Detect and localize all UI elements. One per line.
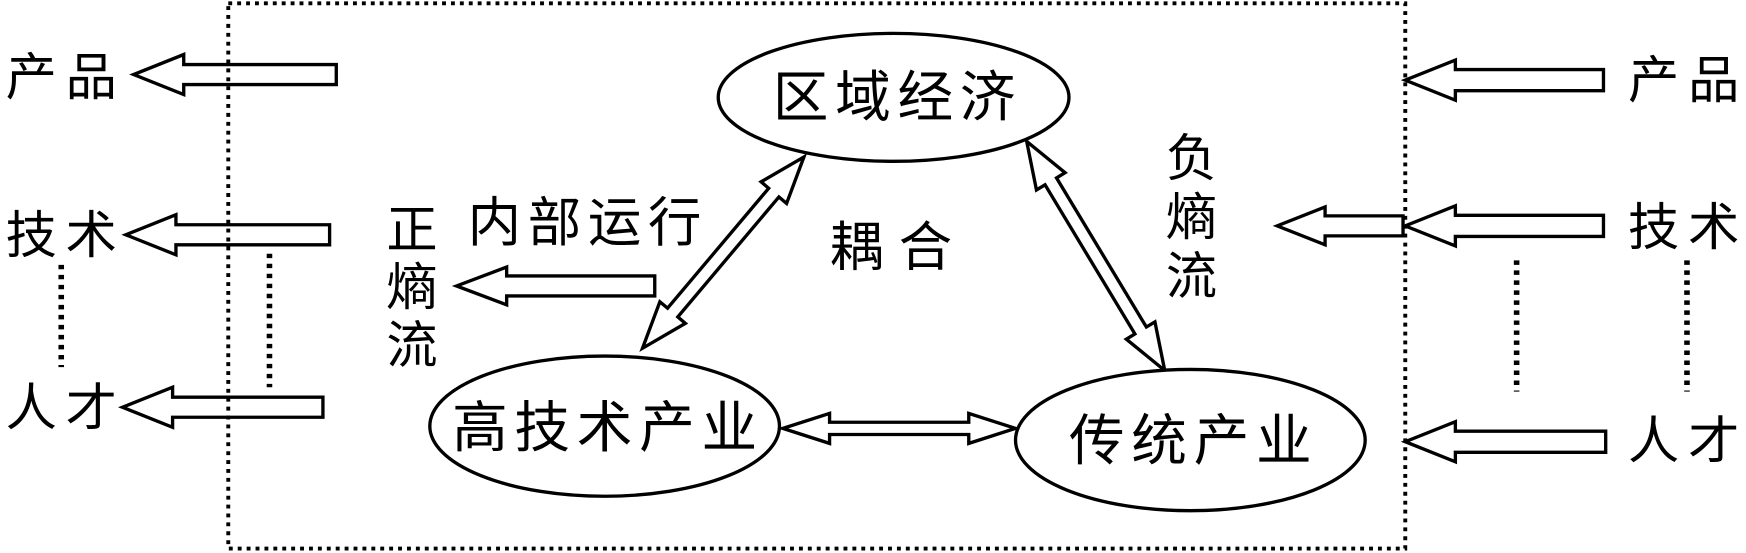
outflow-label-product: 产品	[6, 48, 126, 108]
node-high-tech-industry: 高技术产业	[428, 354, 782, 498]
inflow-arrow-talent	[1400, 419, 1608, 465]
outflow-arrow-product	[129, 52, 338, 98]
outflow-label-technology: 技术	[6, 206, 126, 266]
inflow-label-technology: 技术	[1628, 198, 1746, 258]
outflow-arrow-talent	[117, 384, 325, 430]
coupling-arrow-economy-traditional	[1024, 137, 1168, 375]
coupling-arrow-hightech-traditional	[777, 411, 1021, 446]
node-regional-economy: 区域经济	[716, 31, 1071, 164]
inflow-label-product: 产品	[1628, 51, 1746, 111]
node-label-regional-economy: 区域经济	[773, 65, 1022, 130]
node-traditional-industry: 传统产业	[1013, 367, 1367, 513]
internal-operation-label: 内部运行	[468, 191, 708, 254]
positive-entropy-arrow	[451, 264, 657, 308]
coupling-label: 耦合	[830, 216, 968, 279]
outflow-label-talent: 人才	[6, 378, 126, 438]
coupling-arrow-economy-hightech	[639, 153, 808, 353]
positive-entropy-label: 正熵流	[386, 200, 437, 376]
node-ellipse-traditional-industry	[1013, 367, 1367, 513]
system-boundary	[226, 1, 1408, 551]
outflow-arrow-technology	[121, 212, 332, 258]
inflow-arrow-technology-inner	[1272, 204, 1405, 248]
node-label-high-tech-industry: 高技术产业	[452, 396, 764, 461]
inflow-label-talent: 人才	[1628, 412, 1746, 472]
node-label-traditional-industry: 传统产业	[1069, 409, 1318, 474]
node-ellipse-regional-economy	[716, 31, 1071, 164]
inflow-arrow-product	[1400, 57, 1606, 103]
inflow-arrow-technology	[1400, 203, 1606, 249]
node-ellipse-high-tech-industry	[428, 354, 782, 498]
negative-entropy-label: 负熵流	[1166, 129, 1217, 307]
